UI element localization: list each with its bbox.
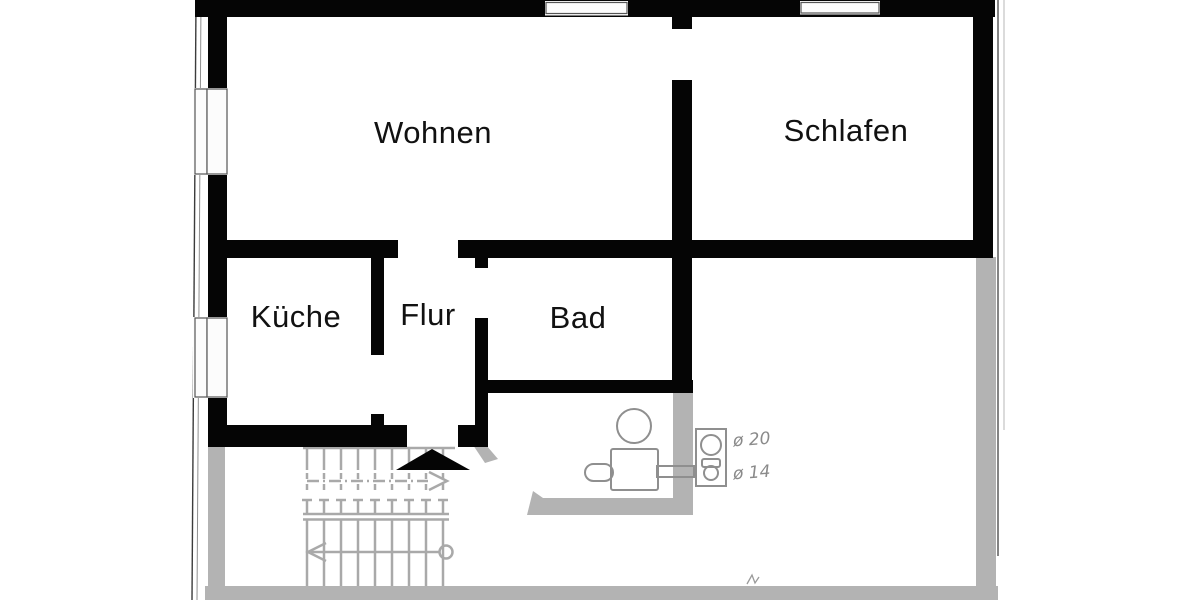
window-sill [194, 88, 208, 175]
entrance-door-swing [473, 445, 498, 463]
room-label-schlafen: Schlafen [783, 113, 909, 148]
fixture-panel-circle-large [700, 434, 722, 456]
bottom-context-band [205, 586, 998, 600]
window-top-bedroom [800, 1, 880, 15]
entrance-side-block [458, 425, 488, 447]
room-label-flur: Flur [400, 297, 456, 332]
right-context-band [976, 257, 996, 588]
bath-lower-context-wall [543, 393, 693, 515]
stair-risers-upper-dashed [305, 473, 445, 495]
window-sill [194, 317, 208, 398]
kitchen-bottom-wall [208, 425, 407, 447]
window-frame [206, 88, 228, 175]
stair-walkline-start-circle [438, 544, 454, 560]
window-top-living [545, 1, 628, 16]
annotation-diameter-14: ø 14 [732, 461, 772, 485]
bath-bottom-wall [480, 380, 693, 393]
stair-risers-upper-tees [302, 498, 448, 513]
annotation-diameter-20: ø 20 [732, 428, 772, 452]
right-exterior-wall [973, 0, 993, 257]
context-gray-layer [205, 257, 998, 600]
living-bedroom-divider-stub [672, 17, 692, 29]
fixture-panel-circle-small [703, 465, 719, 481]
living-bedroom-divider [672, 80, 692, 240]
window-frame [800, 1, 880, 14]
fixture-basin-circle [616, 408, 652, 444]
mid-wall-east-segment [458, 240, 993, 258]
context-wall-chamfer [527, 491, 543, 515]
stair-walkline-down-arrowhead [305, 541, 327, 563]
bath-east-wall [672, 258, 692, 393]
stair-walkline-up-arrowhead [428, 470, 450, 492]
fixture-wall-panel [695, 428, 727, 487]
kitchen-hall-divider [371, 258, 384, 355]
window-left-living [193, 88, 228, 175]
left-context-band [208, 447, 225, 588]
windows-layer [193, 1, 880, 398]
window-left-kitchen [193, 317, 228, 398]
walls-layer [195, 0, 995, 470]
bath-fixture-sketch [584, 408, 760, 585]
entrance-arrow [396, 449, 470, 470]
room-label-bad: Bad [549, 300, 607, 335]
fixture-right-connector [656, 465, 695, 478]
stair-horizontal-lines [303, 446, 455, 521]
fixture-left-arm [584, 463, 614, 482]
window-frame [206, 317, 228, 398]
fixture-body-square [610, 448, 659, 491]
handwritten-check-mark [746, 573, 760, 585]
room-label-wohnen: Wohnen [374, 115, 492, 150]
room-label-kueche: Küche [250, 299, 342, 334]
hall-bath-divider-stub [475, 258, 488, 268]
staircase [302, 446, 455, 586]
mid-wall-west-segment [208, 240, 398, 258]
window-frame [545, 1, 628, 15]
